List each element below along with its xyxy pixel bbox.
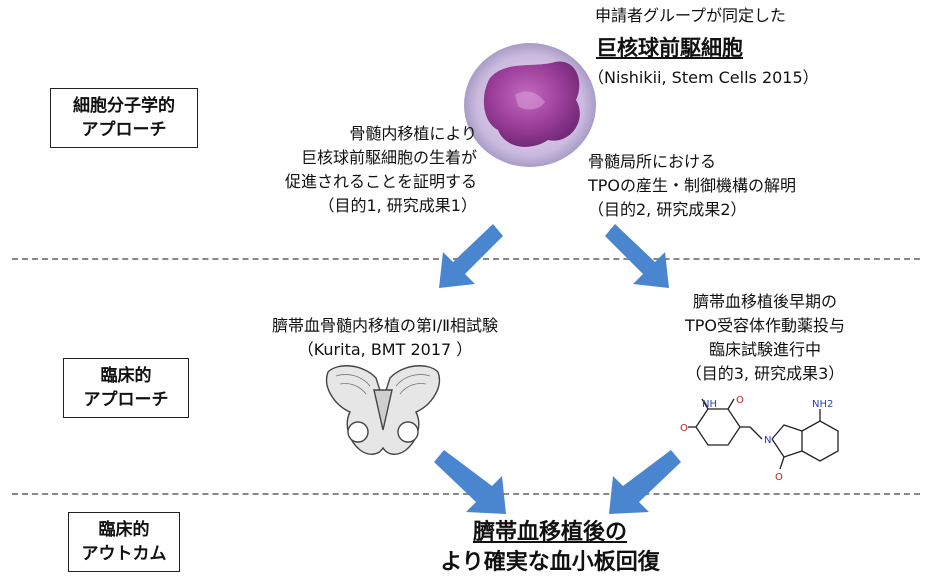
molecule-structure-image: NH O O N O NH2 (680, 395, 839, 483)
molecule-o-label: O (680, 423, 688, 434)
molecule-o-label: O (736, 395, 744, 406)
label-line: アウトカム (81, 544, 167, 564)
text-line: TPO受容体作動薬投与 (684, 316, 846, 335)
arrow-down-right-bottom (434, 450, 506, 514)
label-line: アプローチ (81, 120, 167, 140)
arrow-down-left-bottom (609, 450, 681, 514)
megakaryocyte-cell-image (464, 43, 596, 167)
cellular-approach-label: 細胞分子学的 アプローチ (50, 88, 198, 148)
text-line: （Kurita, BMT 2017 ） (297, 340, 473, 359)
identified-by-group-text: 申請者グループが同定した (595, 6, 787, 25)
text-line: 臨床試験進行中 (708, 340, 821, 359)
text-line: TPOの産生・制御機構の解明 (588, 176, 797, 195)
tpo-trial-text-block: 臍帯血移植後早期の TPO受容体作動薬投与 臨床試験進行中 （目的3, 研究成果… (640, 290, 890, 386)
molecule-nh2-label: NH2 (812, 399, 833, 410)
text-line: 骨髄内移植により (349, 124, 477, 143)
clinical-outcome-label: 臨床的 アウトカム (68, 512, 180, 572)
text-line: （目的2, 研究成果2） (588, 200, 747, 219)
text-line: （目的3, 研究成果3） (685, 364, 845, 383)
outcome-title: 臍帯血移植後の (472, 520, 627, 545)
pelvis-bone-image (325, 365, 441, 455)
outcome-text-block: 臍帯血移植後の より確実な血小板回復 (420, 518, 680, 578)
outcome-subtitle: より確実な血小板回復 (440, 550, 660, 575)
arrow-down-left-top (439, 224, 503, 288)
label-line: アプローチ (83, 390, 169, 410)
text-line: 骨髄局所における (588, 152, 717, 171)
phase12-trial-text-block: 臍帯血骨髄内移植の第Ⅰ/Ⅱ相試験 （Kurita, BMT 2017 ） (220, 314, 550, 362)
purpose1-text-block: 骨髄内移植により 巨核球前駆細胞の生着が 促進されることを証明する （目的1, … (285, 122, 477, 218)
label-line: 細胞分子学的 (73, 96, 175, 116)
molecule-o-label: O (775, 472, 783, 483)
text-line: 促進されることを証明する (284, 172, 477, 191)
label-line: 臨床的 (100, 366, 152, 386)
nishikii-citation: （Nishikii, Stem Cells 2015） (588, 68, 819, 87)
divider-bottom (12, 493, 920, 495)
text-line: （目的1, 研究成果1） (318, 196, 477, 215)
molecule-n-label: N (764, 435, 771, 446)
text-line: 臍帯血移植後早期の (692, 292, 837, 311)
text-line: 臍帯血骨髄内移植の第Ⅰ/Ⅱ相試験 (272, 316, 498, 335)
text-line: 巨核球前駆細胞の生着が (300, 148, 477, 167)
megakaryocyte-progenitor-title: 巨核球前駆細胞 (596, 36, 743, 60)
label-line: 臨床的 (98, 520, 150, 540)
molecule-nh-label: NH (702, 399, 717, 410)
arrow-down-right-top (605, 224, 669, 288)
purpose2-text-block: 骨髄局所における TPOの産生・制御機構の解明 （目的2, 研究成果2） (588, 150, 796, 222)
clinical-approach-label: 臨床的 アプローチ (63, 358, 189, 418)
